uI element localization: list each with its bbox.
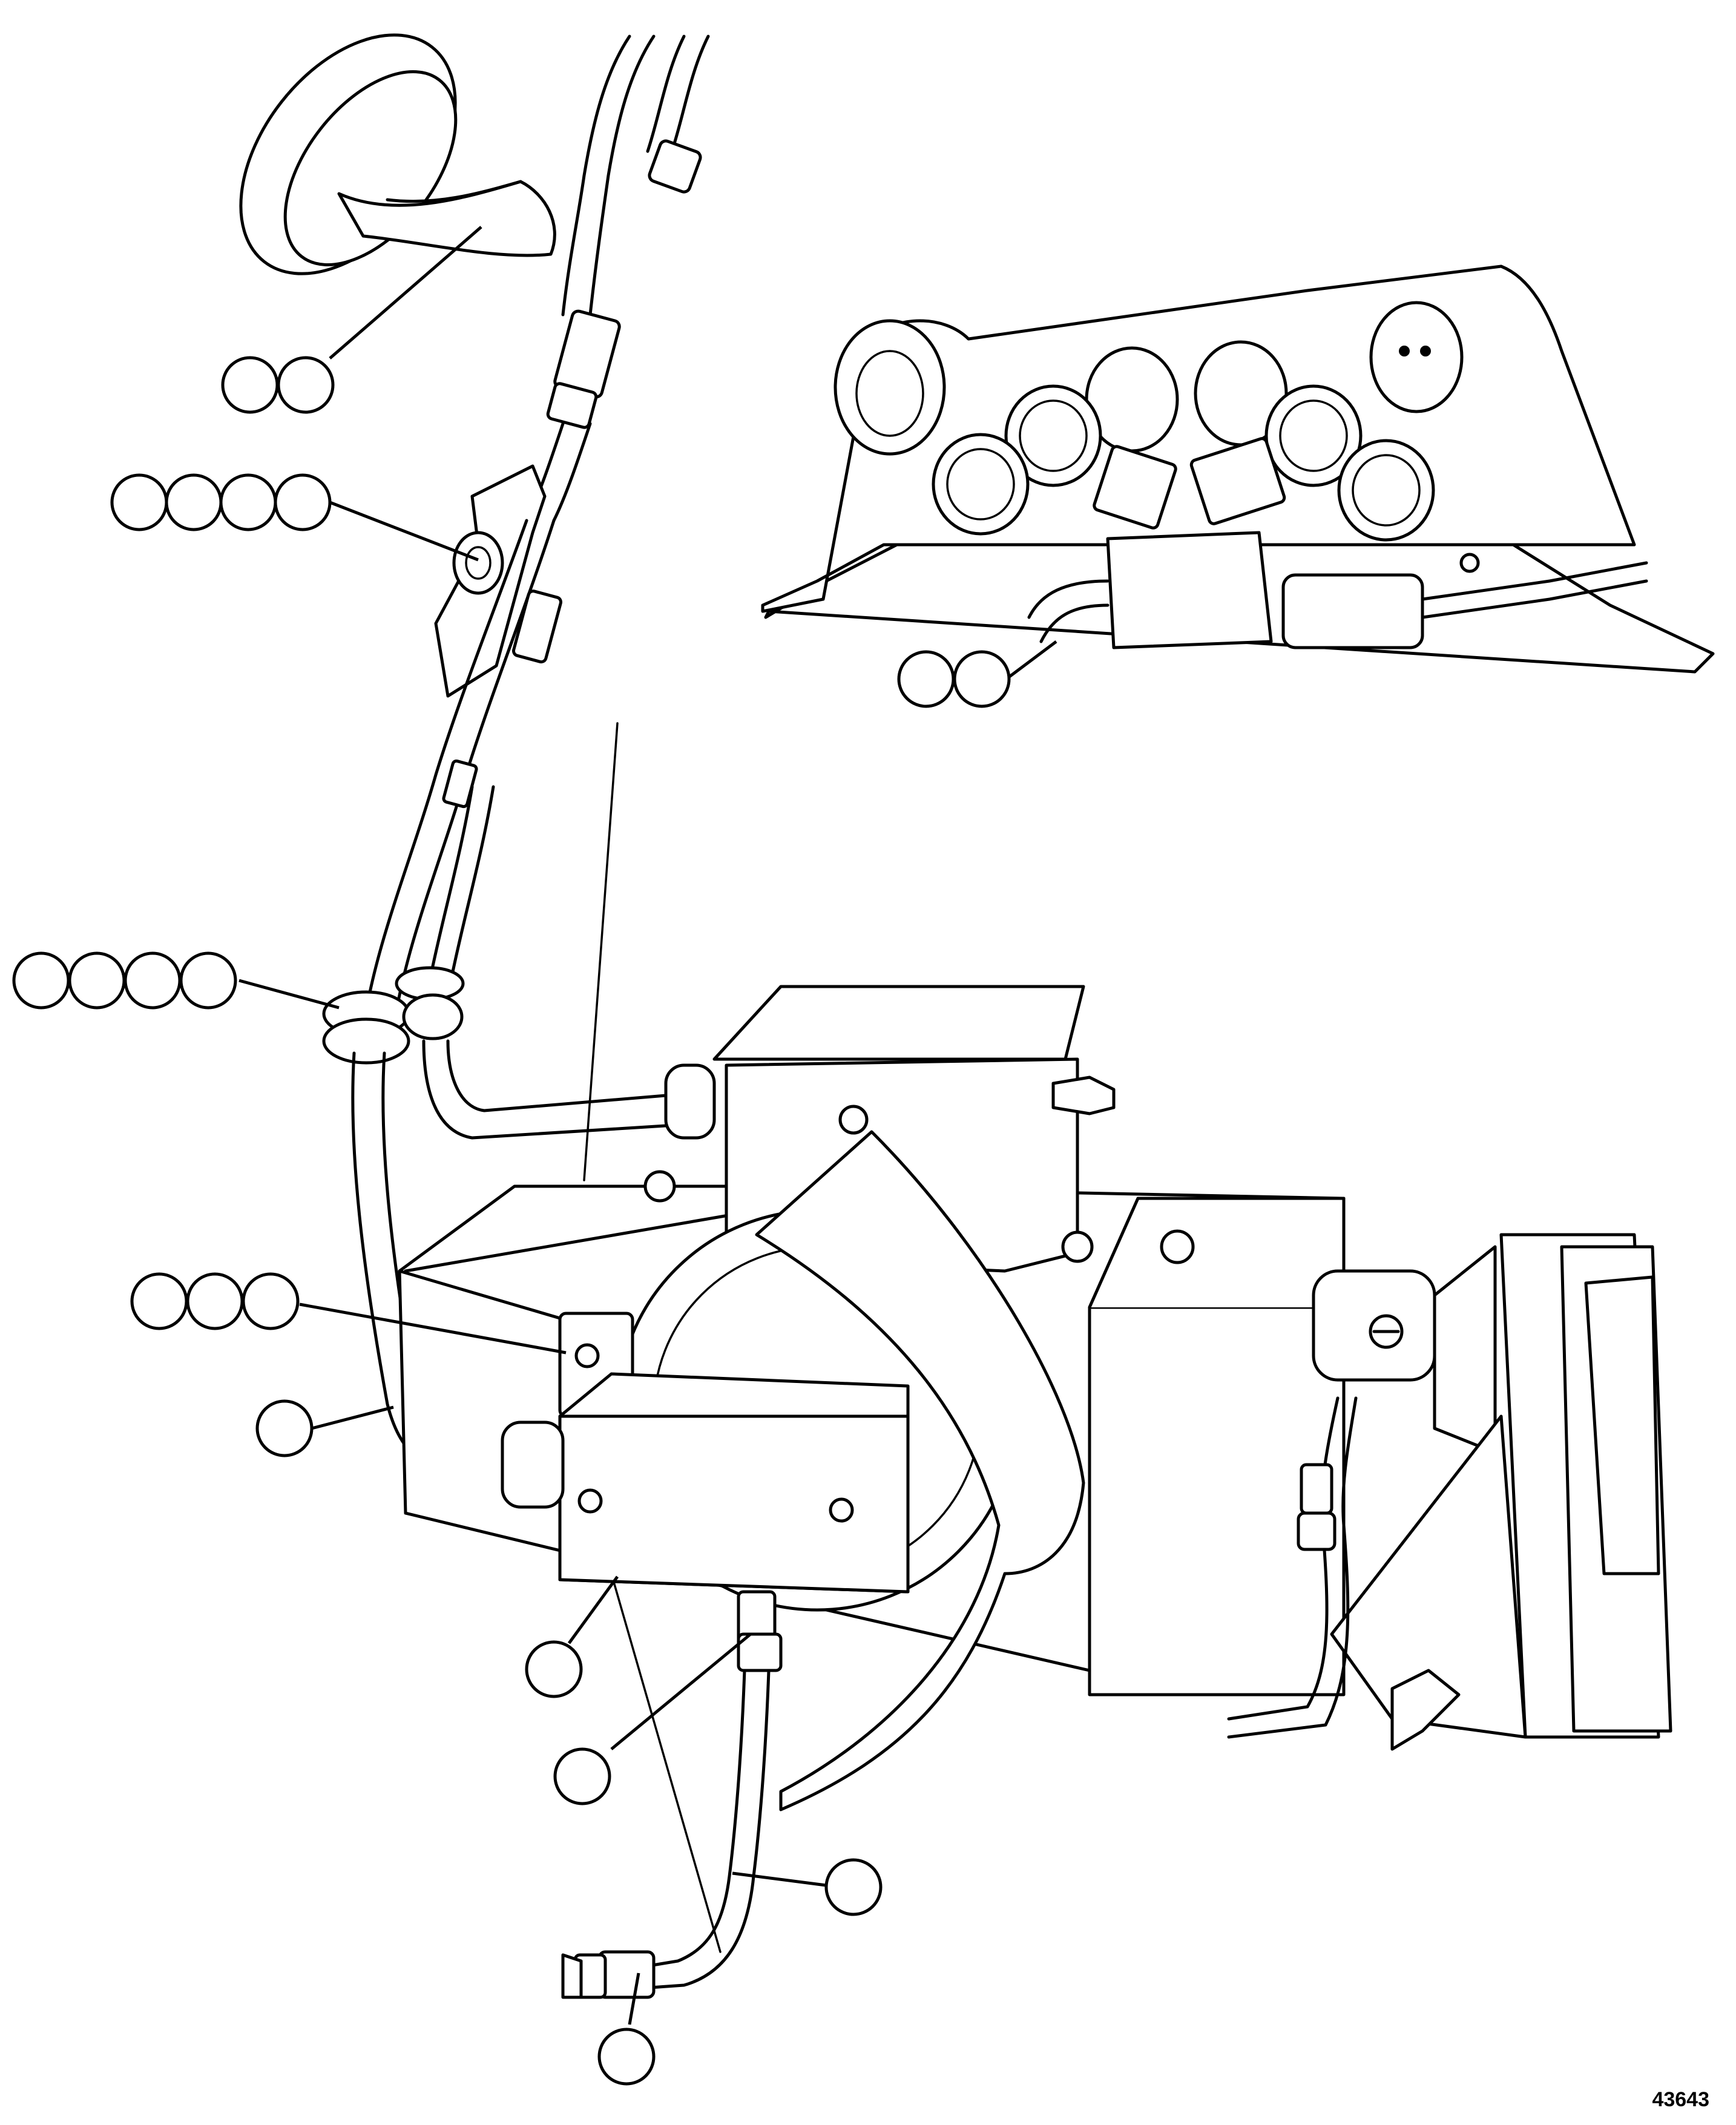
main-hose-run [361, 519, 556, 1031]
cover-plate [501, 1372, 910, 1594]
callout-group-upper-bracket [110, 473, 332, 531]
callout-bubble [186, 1272, 244, 1330]
callout-bubble [897, 650, 955, 708]
upper-harness [525, 34, 710, 522]
callout-group-end-fitting [597, 2028, 656, 2086]
callout-bubble [221, 356, 279, 414]
curved-strap [755, 1130, 1085, 1811]
callout-group-cover-plate [525, 1640, 583, 1698]
callout-bubble [274, 473, 332, 531]
callout-bubble [123, 951, 182, 1010]
callout-group-hose-clamp [12, 951, 237, 1010]
callout-bubble [953, 650, 1011, 708]
callout-group-inset-harness [897, 650, 1011, 708]
callout-bubble [219, 473, 277, 531]
callout-bubble [525, 1640, 583, 1698]
harness-bracket [434, 464, 562, 698]
callout-bubble [179, 951, 237, 1010]
callout-group-drain-line [824, 1858, 883, 1916]
callout-leaders [238, 226, 1057, 2025]
callout-group-mount-bolt [130, 1272, 300, 1330]
frame-edge-line [583, 722, 722, 1953]
figure-number: 43643 [1652, 2088, 1709, 2111]
callout-bubble [255, 1399, 314, 1457]
callout-bubble [824, 1858, 883, 1916]
rubber-boot-ring [239, 33, 556, 275]
callout-group-top-hood [221, 356, 335, 414]
right-drop-wire [1227, 1396, 1358, 1739]
callout-bubble [597, 2028, 656, 2086]
inset-connector-panel [761, 264, 1715, 674]
hose-clamps [322, 966, 465, 1065]
callout-bubble [242, 1272, 300, 1330]
callout-group-lower-fitting [553, 1747, 611, 1805]
callout-bubble [12, 951, 70, 1010]
callout-bubble [130, 1272, 188, 1330]
callout-bubble [165, 473, 223, 531]
callout-bubble [68, 951, 126, 1010]
callout-bubble [110, 473, 168, 531]
callout-group-left-hose [255, 1399, 314, 1457]
callout-bubble [277, 356, 335, 414]
callout-bubble [553, 1747, 611, 1805]
lamp-assembly [1312, 1233, 1672, 1751]
